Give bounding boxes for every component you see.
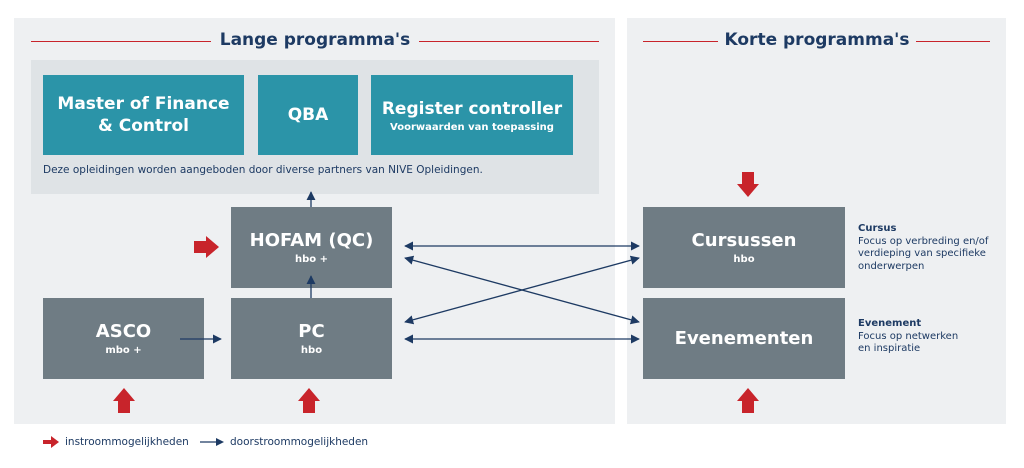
hofam-box[interactable]: HOFAM (QC) hbo + bbox=[231, 207, 392, 288]
evenement-desc-line: Focus op netwerken bbox=[858, 330, 959, 342]
cursussen-level: hbo bbox=[733, 254, 755, 265]
hofam-level: hbo + bbox=[294, 254, 328, 265]
pc-level: hbo bbox=[300, 345, 323, 356]
header-rule-right bbox=[419, 41, 599, 42]
partners-note: Deze opleidingen worden aangeboden door … bbox=[43, 164, 483, 176]
navy-arrow-icon bbox=[200, 438, 224, 446]
red-arrow-icon bbox=[43, 436, 59, 448]
mfc-title-line1: Master of Finance bbox=[57, 94, 230, 114]
legend-inflow-label: instroommogelijkheden bbox=[65, 436, 189, 448]
cursussen-inflow-arrow bbox=[737, 172, 759, 197]
header-rule-right bbox=[916, 41, 990, 42]
header-rule-left bbox=[643, 41, 718, 42]
qba-box[interactable]: QBA bbox=[258, 75, 358, 155]
rc-subtitle: Voorwaarden van toepassing bbox=[390, 121, 554, 133]
asco-inflow-arrow bbox=[113, 388, 135, 413]
legend-flow-through-label: doorstroommogelijkheden bbox=[230, 436, 369, 448]
evenement-desc-line: en inspiratie bbox=[858, 343, 921, 354]
hofam-inflow-arrow bbox=[194, 236, 219, 258]
mfc-title-line2: & Control bbox=[97, 116, 190, 136]
cursus-desc-line: Focus op verbreding en/of bbox=[858, 235, 989, 247]
pc-inflow-arrow bbox=[298, 388, 320, 413]
asco-title: ASCO bbox=[95, 321, 152, 342]
cursussen-title: Cursussen bbox=[691, 230, 797, 251]
mfc-box[interactable]: Master of Finance & Control bbox=[43, 75, 244, 155]
qba-title: QBA bbox=[287, 105, 329, 125]
long-programs-title: Lange programma's bbox=[219, 30, 411, 50]
evenementen-inflow-arrow bbox=[737, 388, 759, 413]
pc-title: PC bbox=[298, 321, 325, 342]
cursussen-box[interactable]: Cursussen hbo bbox=[643, 207, 845, 288]
cursus-desc-line: onderwerpen bbox=[858, 260, 925, 272]
cursus-desc-title: Cursus bbox=[858, 223, 897, 234]
legend-flow-through: doorstroommogelijkheden bbox=[200, 436, 368, 448]
evenement-desc-title: Evenement bbox=[858, 318, 922, 329]
header-rule-left bbox=[31, 41, 211, 42]
legend-inflow: instroommogelijkheden bbox=[43, 436, 189, 448]
short-programs-title: Korte programma's bbox=[724, 30, 910, 50]
register-controller-box[interactable]: Register controller Voorwaarden van toep… bbox=[371, 75, 573, 155]
evenementen-box[interactable]: Evenementen bbox=[643, 298, 845, 379]
pc-cursussen-arrow bbox=[404, 255, 640, 325]
asco-level: mbo + bbox=[105, 345, 142, 356]
cursus-description: Cursus Focus op verbreding en/of verdiep… bbox=[858, 223, 1008, 273]
hofam-title: HOFAM (QC) bbox=[249, 230, 374, 251]
cursus-desc-line: verdieping van specifieke bbox=[858, 248, 986, 259]
asco-box[interactable]: ASCO mbo + bbox=[43, 298, 204, 379]
pc-box[interactable]: PC hbo bbox=[231, 298, 392, 379]
evenement-description: Evenement Focus op netwerken en inspirat… bbox=[858, 318, 1008, 356]
evenementen-title: Evenementen bbox=[674, 327, 814, 349]
rc-title: Register controller bbox=[381, 98, 563, 119]
